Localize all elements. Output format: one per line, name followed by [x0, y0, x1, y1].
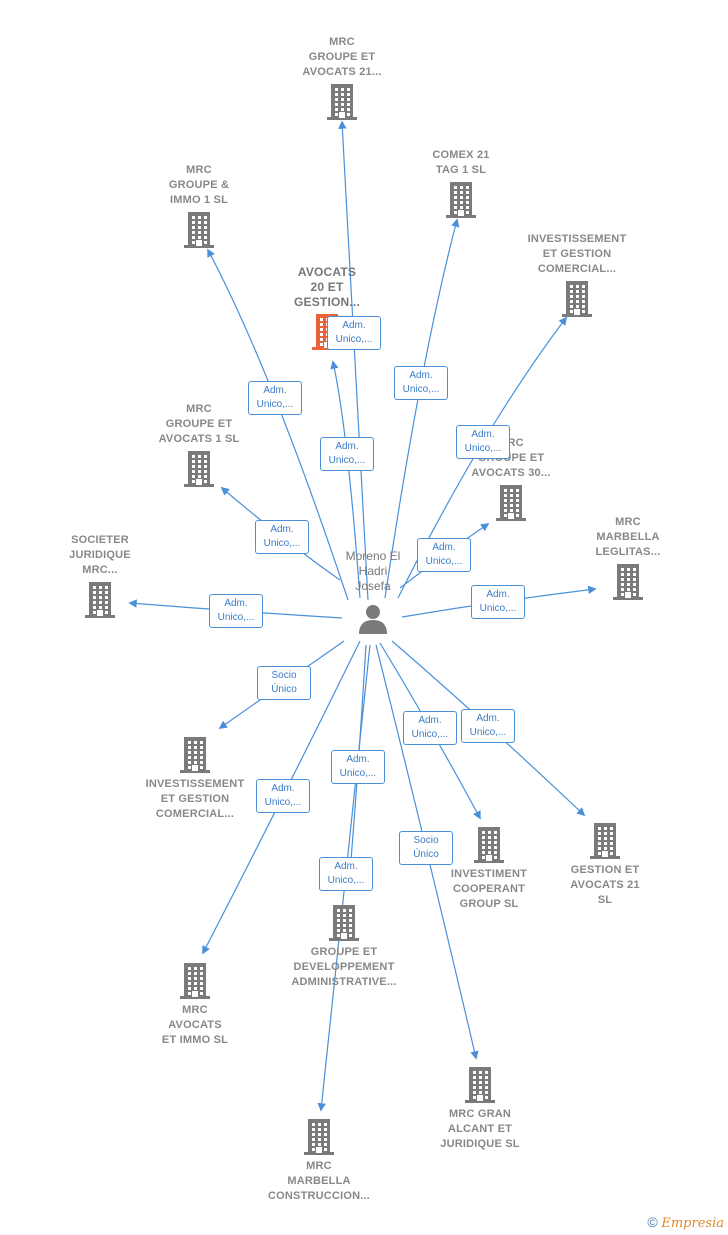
- company-name: MRC GROUPE & IMMO 1 SL: [168, 164, 230, 206]
- company-name: MRC GRAN ALCANT ET JURIDIQUE SL: [440, 1108, 520, 1150]
- company-node[interactable]: MRC GROUPE & IMMO 1 SL: [129, 163, 269, 248]
- company-name: INVESTISSEMENT ET GESTION COMERCIAL...: [527, 233, 627, 275]
- role-badge[interactable]: Adm. Unico,...: [331, 750, 385, 784]
- company-name: SOCIETER JURIDIQUE MRC...: [69, 534, 131, 576]
- role-badge[interactable]: Adm. Unico,...: [403, 711, 457, 745]
- role-badge[interactable]: Adm. Unico,...: [320, 437, 374, 471]
- role-badge[interactable]: Adm. Unico,...: [319, 857, 373, 891]
- company-node[interactable]: INVESTISSEMENT ET GESTION COMERCIAL...: [507, 232, 647, 317]
- role-badge[interactable]: Adm. Unico,...: [248, 381, 302, 415]
- role-badge[interactable]: Adm. Unico,...: [456, 425, 510, 459]
- center-person-node[interactable]: Moreno El Hadri Josefa: [333, 549, 413, 634]
- company-node[interactable]: INVESTIMENT COOPERANT GROUP SL: [419, 827, 559, 912]
- company-name: GESTION ET AVOCATS 21 SL: [570, 864, 640, 906]
- company-name: MRC GROUPE ET AVOCATS 21...: [302, 36, 382, 78]
- company-node[interactable]: MRC AVOCATS ET IMMO SL: [125, 963, 265, 1048]
- building-icon: [474, 827, 504, 863]
- company-node[interactable]: COMEX 21 TAG 1 SL: [391, 148, 531, 218]
- company-name: INVESTIMENT COOPERANT GROUP SL: [450, 868, 528, 910]
- building-icon: [465, 1067, 495, 1103]
- company-name: MRC GROUPE ET AVOCATS 1 SL: [158, 403, 240, 445]
- role-badge[interactable]: Adm. Unico,...: [394, 366, 448, 400]
- copyright-icon: ©: [647, 1214, 658, 1230]
- company-name: GROUPE ET DEVELOPPEMENT ADMINISTRATIVE..…: [291, 946, 397, 988]
- company-name: INVESTISSEMENT ET GESTION COMERCIAL...: [145, 778, 245, 820]
- role-badge[interactable]: Adm. Unico,...: [255, 520, 309, 554]
- building-icon: [562, 281, 592, 317]
- person-name: Moreno El Hadri Josefa: [345, 549, 401, 593]
- company-name: MRC MARBELLA CONSTRUCCION...: [268, 1160, 370, 1202]
- role-badge[interactable]: Adm. Unico,...: [209, 594, 263, 628]
- building-icon: [85, 582, 115, 618]
- company-node[interactable]: MRC MARBELLA CONSTRUCCION...: [249, 1119, 389, 1204]
- footer-brand: © Empresia: [647, 1214, 724, 1231]
- company-node[interactable]: MRC GROUPE ET AVOCATS 1 SL: [129, 402, 269, 487]
- building-icon: [304, 1119, 334, 1155]
- role-badge[interactable]: Adm. Unico,...: [256, 779, 310, 813]
- role-badge[interactable]: Adm. Unico,...: [417, 538, 471, 572]
- company-node[interactable]: MRC GRAN ALCANT ET JURIDIQUE SL: [410, 1067, 550, 1152]
- role-badge[interactable]: Adm. Unico,...: [471, 585, 525, 619]
- company-name: COMEX 21 TAG 1 SL: [432, 149, 490, 176]
- role-badge[interactable]: Adm. Unico,...: [461, 709, 515, 743]
- building-icon: [180, 737, 210, 773]
- building-icon: [184, 451, 214, 487]
- company-name: MRC MARBELLA LEGLITAS...: [595, 516, 661, 558]
- role-badge[interactable]: Socio Único: [399, 831, 453, 865]
- building-icon: [329, 905, 359, 941]
- person-icon: [359, 605, 387, 634]
- company-node[interactable]: GROUPE ET DEVELOPPEMENT ADMINISTRATIVE..…: [274, 905, 414, 990]
- company-name: MRC AVOCATS ET IMMO SL: [161, 1004, 229, 1046]
- building-icon: [590, 823, 620, 859]
- brand-logo[interactable]: Empresia: [661, 1216, 724, 1231]
- role-badge[interactable]: Adm. Unico,...: [327, 316, 381, 350]
- building-icon: [496, 485, 526, 521]
- building-icon: [446, 182, 476, 218]
- building-icon: [613, 564, 643, 600]
- company-node[interactable]: MRC GROUPE ET AVOCATS 21...: [272, 35, 412, 120]
- company-name: AVOCATS 20 ET GESTION...: [293, 265, 360, 309]
- company-node[interactable]: INVESTISSEMENT ET GESTION COMERCIAL...: [125, 737, 265, 822]
- building-icon: [180, 963, 210, 999]
- company-node[interactable]: MRC MARBELLA LEGLITAS...: [558, 515, 698, 600]
- building-icon: [327, 84, 357, 120]
- company-node[interactable]: SOCIETER JURIDIQUE MRC...: [30, 533, 170, 618]
- company-node[interactable]: GESTION ET AVOCATS 21 SL: [535, 823, 675, 908]
- building-icon: [184, 212, 214, 248]
- role-badge[interactable]: Socio Único: [257, 666, 311, 700]
